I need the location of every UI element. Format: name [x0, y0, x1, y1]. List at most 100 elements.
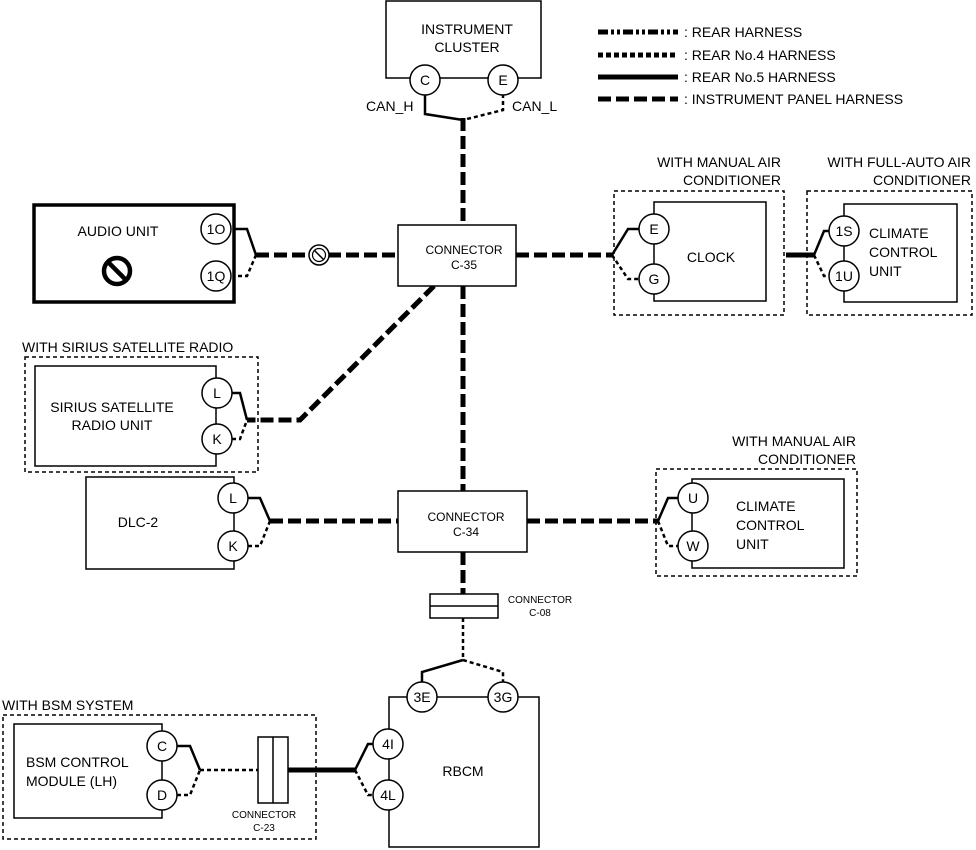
wire-clock-g — [610, 254, 640, 281]
sirius-group-label: WITH SIRIUS SATELLITE RADIO — [22, 339, 233, 355]
wire-manual-climate-w — [656, 520, 678, 548]
connector-c35-box — [397, 224, 517, 287]
rbcm-pin-3e-label: 3E — [413, 689, 430, 705]
connector-c23: CONNECTOR C-23 — [232, 736, 296, 834]
sirius-label-line2: RADIO UNIT — [72, 417, 153, 433]
wire-auto-climate-1u — [812, 254, 829, 278]
bsm-group-dashed-box — [2, 714, 317, 840]
prohibited-small-icon — [308, 244, 330, 266]
manual-climate-group: WITH MANUAL AIR CONDITIONER CLIMATE CONT… — [655, 433, 858, 577]
audio-unit-pin-1o — [200, 213, 232, 245]
connector-c35: CONNECTOR C-35 — [397, 224, 517, 287]
clock-group-dashed-box — [613, 190, 785, 316]
clock-group: WITH MANUAL AIR CONDITIONER CLOCK E G — [613, 154, 785, 316]
instrument-cluster-box — [385, 0, 542, 79]
audio-unit-pin-1q-label: 1Q — [207, 268, 226, 284]
audio-unit-pin-1o-label: 1O — [207, 221, 226, 237]
wire-auto-climate-1s — [812, 229, 829, 256]
bsm-pin-c — [146, 730, 178, 762]
auto-climate-pin-1s — [828, 215, 860, 247]
can-l-label: CAN_L — [512, 98, 557, 114]
manual-climate-label-line2: CONTROL — [736, 517, 805, 533]
connector-c34-box — [397, 490, 528, 553]
wire-clock-e — [610, 227, 640, 256]
auto-climate-label-line3: UNIT — [869, 263, 902, 279]
can-h-label: CAN_H — [366, 98, 413, 114]
wire-bsm-c — [177, 744, 202, 771]
rbcm-pin-3g-label: 3G — [494, 689, 513, 705]
connector-c35-label-line1: CONNECTOR — [425, 243, 502, 257]
connector-c34-label-line1: CONNECTOR — [427, 510, 504, 524]
bsm-box — [13, 723, 163, 819]
wiring — [177, 94, 829, 797]
wire-audio-1o — [231, 227, 258, 256]
auto-climate-pin-1s-label: 1S — [835, 223, 852, 239]
auto-climate-label-line2: CONTROL — [869, 244, 938, 260]
clock-label: CLOCK — [687, 249, 736, 265]
sirius-pin-k-label: K — [212, 431, 222, 447]
auto-climate-box — [843, 203, 958, 303]
audio-unit: AUDIO UNIT 1O 1Q — [32, 203, 330, 304]
sirius-label-line1: SIRIUS SATELLITE — [50, 399, 173, 415]
manual-climate-group-label-line2: CONDITIONER — [758, 451, 856, 467]
rbcm-pin-4i-label: 4I — [382, 736, 394, 752]
dlc2-pin-l-label: L — [229, 490, 237, 506]
sirius-pin-k — [201, 423, 233, 455]
wire-rbcm-3g — [462, 658, 505, 682]
connector-c08: CONNECTOR C-08 — [429, 593, 572, 619]
wire-sirius-l — [232, 391, 249, 421]
rbcm-pin-4i — [372, 728, 404, 760]
wire-dlc-k — [248, 520, 272, 548]
connector-c34-label-line2: C-34 — [453, 525, 479, 539]
bsm-label-line1: BSM CONTROL — [26, 754, 129, 770]
manual-climate-pin-u-label: U — [688, 490, 698, 506]
auto-climate-pin-1u-label: 1U — [835, 268, 853, 284]
wire-rbcm-4i — [353, 742, 373, 771]
bsm-pin-d — [146, 779, 178, 811]
auto-climate-group-label-line1: WITH FULL-AUTO AIR — [827, 154, 971, 170]
wire-can-h-cluster — [423, 94, 464, 122]
clock-pin-e — [638, 213, 670, 245]
manual-climate-pin-u — [677, 482, 709, 514]
instrument-cluster-pin-e — [487, 64, 519, 96]
manual-climate-box — [691, 478, 845, 569]
manual-climate-group-label-line1: WITH MANUAL AIR — [732, 433, 856, 449]
bsm-pin-c-label: C — [157, 738, 167, 754]
rbcm-label: RBCM — [442, 763, 483, 779]
instrument-cluster-label-line1: INSTRUMENT — [421, 21, 513, 37]
connector-c08-label-line1: CONNECTOR — [508, 595, 572, 606]
clock-pin-g-label: G — [649, 271, 660, 287]
connector-c35-label-line2: C-35 — [451, 258, 477, 272]
instrument-cluster-pin-c — [409, 64, 441, 96]
wire-can-l-cluster — [462, 94, 505, 122]
legend-rear-no5-harness-label: : REAR No.5 HARNESS — [684, 69, 836, 85]
connector-c23-label-line1: CONNECTOR — [232, 810, 296, 821]
rbcm-pin-3g — [487, 681, 519, 713]
auto-climate-pin-1u — [828, 260, 860, 292]
wire-c35-to-sirius — [247, 284, 436, 423]
clock-box — [653, 201, 767, 302]
rbcm-pin-3e — [406, 681, 438, 713]
wire-manual-climate-u — [656, 496, 678, 522]
wire-bsm-d — [177, 769, 202, 797]
sirius-pin-l — [201, 377, 233, 409]
bsm-group: WITH BSM SYSTEM BSM CONTROL MODULE (LH) … — [2, 697, 317, 840]
sirius-group-dashed-box — [24, 356, 259, 473]
wire-rbcm-3e — [420, 658, 464, 682]
manual-climate-pin-w — [677, 530, 709, 562]
audio-unit-label: AUDIO UNIT — [78, 223, 159, 239]
instrument-cluster: INSTRUMENT CLUSTER C E CAN_H CAN_L — [366, 0, 557, 114]
auto-climate-group-label-line2: CONDITIONER — [873, 172, 971, 188]
auto-climate-group: WITH FULL-AUTO AIR CONDITIONER CLIMATE C… — [806, 154, 973, 316]
rbcm-box — [388, 696, 540, 848]
clock-pin-e-label: E — [649, 221, 658, 237]
wire-rbcm-4l — [353, 769, 373, 797]
manual-climate-label-line1: CLIMATE — [736, 498, 796, 514]
audio-unit-box — [32, 203, 236, 304]
legend-rear-no4-harness-label: : REAR No.4 HARNESS — [684, 47, 836, 63]
legend-rear-harness-label: : REAR HARNESS — [684, 24, 802, 40]
sirius-pin-l-label: L — [213, 385, 221, 401]
sirius-group: WITH SIRIUS SATELLITE RADIO SIRIUS SATEL… — [22, 339, 259, 473]
instrument-cluster-pin-e-label: E — [498, 72, 507, 88]
